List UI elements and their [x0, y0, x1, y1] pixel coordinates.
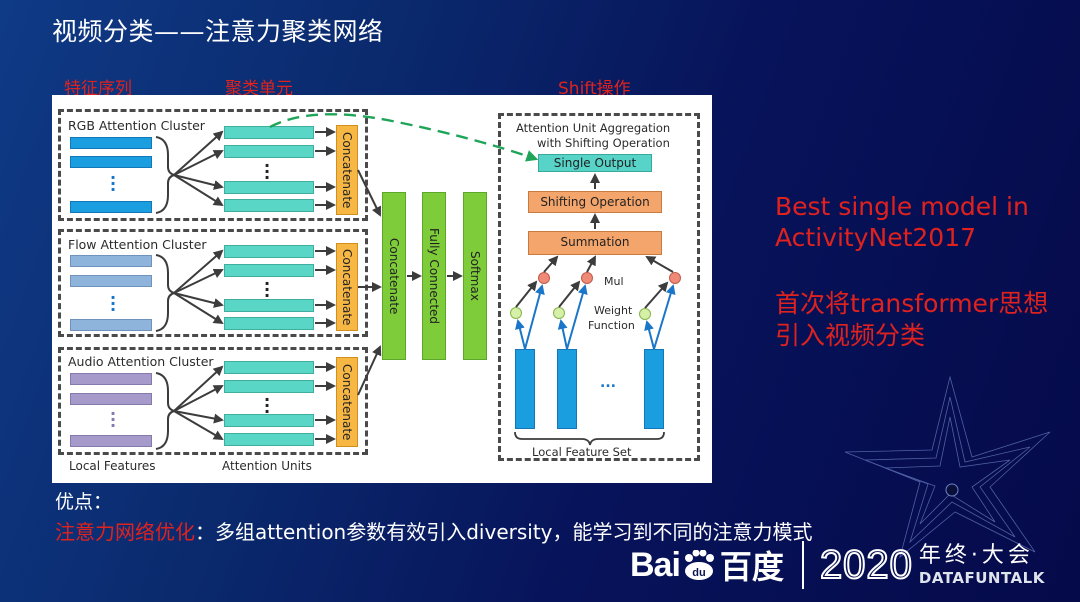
pros-text: ：多组attention参数有效引入diversity，能学习到不同的注意力模式 — [195, 520, 813, 544]
svg-text:du: du — [692, 567, 705, 579]
single-output-box: Single Output — [538, 154, 652, 172]
attention-unit — [224, 126, 314, 139]
audio-feature — [70, 435, 152, 447]
footer-branding: Bai du 百度 2020 年终·大会 DATAFUNTALK — [630, 540, 1045, 590]
baidu-paw-icon: du — [682, 549, 716, 580]
slide-title: 视频分类——注意力聚类网络 — [52, 17, 384, 46]
diagram-arrows — [155, 113, 676, 450]
pipeline-concatenate: Concatenate — [382, 192, 406, 360]
attention-unit — [224, 245, 314, 258]
flow-cluster-title: Flow Attention Cluster — [68, 237, 207, 252]
baidu-logo-latin: Bai — [630, 545, 681, 584]
star-decoration-icon — [844, 375, 1051, 559]
feature-ellipsis: ... — [600, 375, 616, 391]
attention-unit — [224, 317, 314, 330]
label-feature-sequence: 特征序列 — [64, 79, 132, 99]
flow-feature — [70, 255, 152, 267]
pros-title: 优点： — [55, 491, 113, 513]
mul-label: Mul — [604, 275, 624, 288]
vertical-ellipsis-icon: ··· — [110, 168, 117, 199]
aggregation-title-2: with Shifting Operation — [537, 136, 670, 150]
attention-unit — [224, 361, 314, 374]
attention-unit — [224, 414, 314, 427]
local-feature-set-label: Local Feature Set — [532, 445, 632, 459]
vertical-ellipsis-icon: ··· — [264, 274, 271, 305]
attention-unit — [224, 199, 314, 212]
vertical-ellipsis-icon: ··· — [110, 404, 117, 435]
rgb-feature — [70, 156, 152, 168]
best-model-line1: Best single model in — [775, 192, 1029, 221]
flow-feature — [70, 319, 152, 331]
attention-units-label: Attention Units — [222, 459, 312, 473]
summation-box: Summation — [528, 231, 662, 255]
audio-feature — [70, 373, 152, 385]
pipeline-softmax: Softmax — [463, 192, 487, 360]
weight-function-node — [639, 308, 651, 320]
event-name-cn: 年终·大会 — [918, 543, 1034, 568]
mul-node — [669, 272, 681, 284]
event-year: 2020 — [819, 542, 913, 588]
rgb-feature — [70, 201, 152, 213]
pros-line: 注意力网络优化：多组attention参数有效引入diversity，能学习到不… — [55, 516, 813, 545]
local-feature-column — [644, 349, 664, 429]
attention-unit — [224, 299, 314, 312]
local-feature-column — [557, 349, 577, 429]
best-model-line2: ActivityNet2017 — [775, 223, 977, 252]
shifting-operation-box: Shifting Operation — [528, 191, 662, 213]
vertical-ellipsis-icon: ··· — [264, 156, 271, 187]
flow-cluster-box — [58, 229, 368, 337]
attention-unit — [224, 145, 314, 158]
attention-cluster-diagram: RGB Attention Cluster ··· ··· Concatenat… — [52, 95, 712, 483]
local-feature-column — [515, 349, 535, 429]
vertical-ellipsis-icon: ··· — [110, 288, 117, 319]
weight-label: Weight — [594, 304, 633, 317]
label-shift-op: Shift操作 — [558, 79, 631, 99]
function-label: Function — [588, 319, 635, 332]
aggregation-title-1: Attention Unit Aggregation — [516, 121, 671, 135]
aggregation-box — [498, 113, 700, 461]
footer-divider — [801, 541, 804, 589]
audio-cluster-title: Audio Attention Cluster — [68, 354, 214, 369]
transformer-line2: 引入视频分类 — [775, 321, 926, 350]
attention-unit — [224, 181, 314, 194]
label-cluster-unit: 聚类单元 — [225, 79, 293, 99]
attention-unit — [224, 433, 314, 446]
weight-function-node — [553, 307, 565, 319]
event-name-en: DATAFUNTALK — [918, 569, 1045, 587]
audio-concatenate-block: Concatenate — [336, 357, 358, 447]
rgb-concatenate-block: Concatenate — [336, 125, 358, 215]
pipeline-fully-connected: Fully Connected — [422, 192, 446, 360]
pros-highlight: 注意力网络优化 — [55, 520, 195, 544]
mul-node — [538, 272, 550, 284]
flow-feature — [70, 275, 152, 287]
baidu-logo-cn: 百度 — [719, 548, 784, 586]
transformer-line1: 首次将transformer思想 — [775, 289, 1049, 318]
local-features-label: Local Features — [69, 459, 156, 473]
mul-node — [581, 272, 593, 284]
rgb-cluster-title: RGB Attention Cluster — [68, 118, 205, 133]
flow-concatenate-block: Concatenate — [336, 243, 358, 331]
weight-function-node — [510, 307, 522, 319]
audio-cluster-box — [58, 347, 368, 455]
attention-unit — [224, 264, 314, 277]
vertical-ellipsis-icon: ··· — [264, 390, 271, 421]
audio-feature — [70, 393, 152, 405]
rgb-cluster-box — [58, 109, 368, 221]
rgb-feature — [70, 137, 152, 149]
event-name: 年终·大会 DATAFUNTALK — [919, 543, 1045, 587]
attention-unit — [224, 380, 314, 393]
